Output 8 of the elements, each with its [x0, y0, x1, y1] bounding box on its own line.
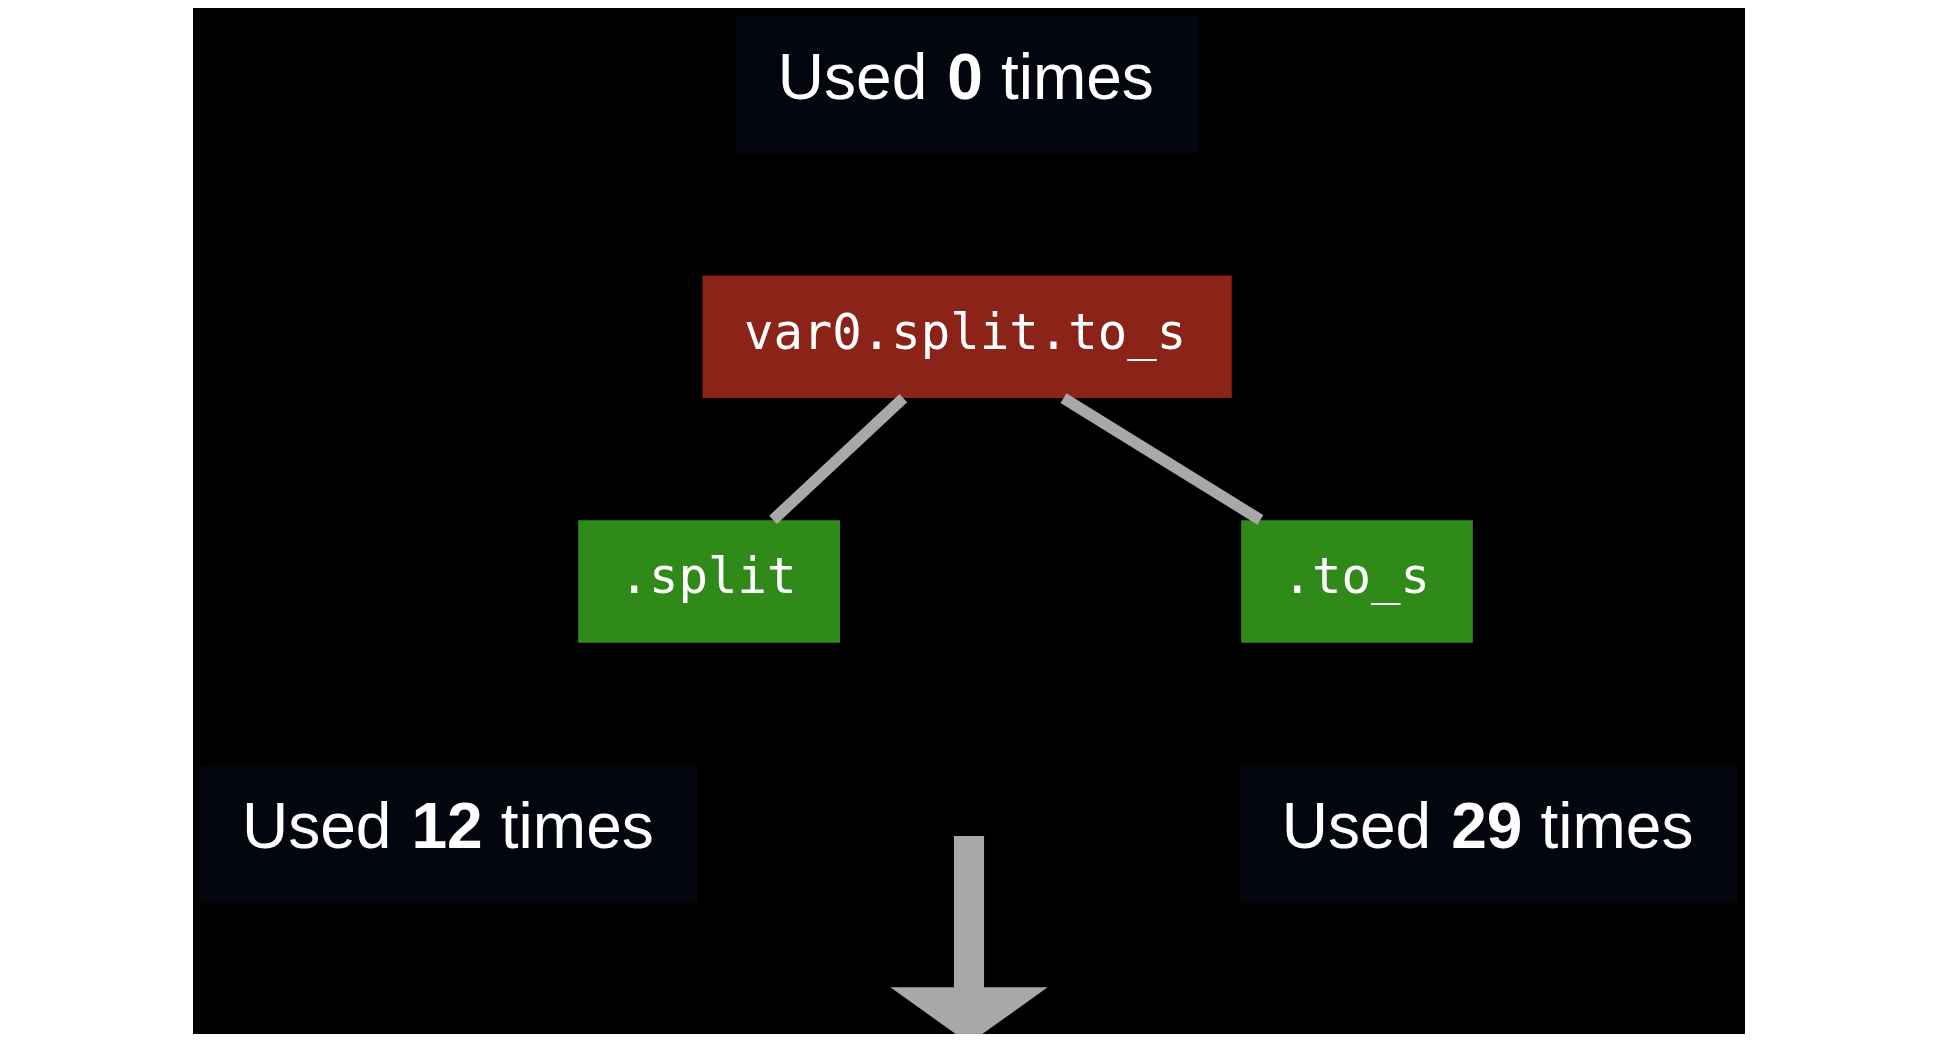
connector	[768, 394, 907, 525]
node-label: Used 12 times	[241, 790, 654, 863]
node-label: Used 0 times	[777, 40, 1154, 113]
node-box: .split	[577, 520, 840, 643]
connector	[1060, 393, 1263, 525]
node-box: .to_s	[1240, 520, 1473, 643]
node-box: var0.split.to_s	[702, 275, 1232, 398]
node-label: Used 29 times	[1281, 790, 1693, 863]
